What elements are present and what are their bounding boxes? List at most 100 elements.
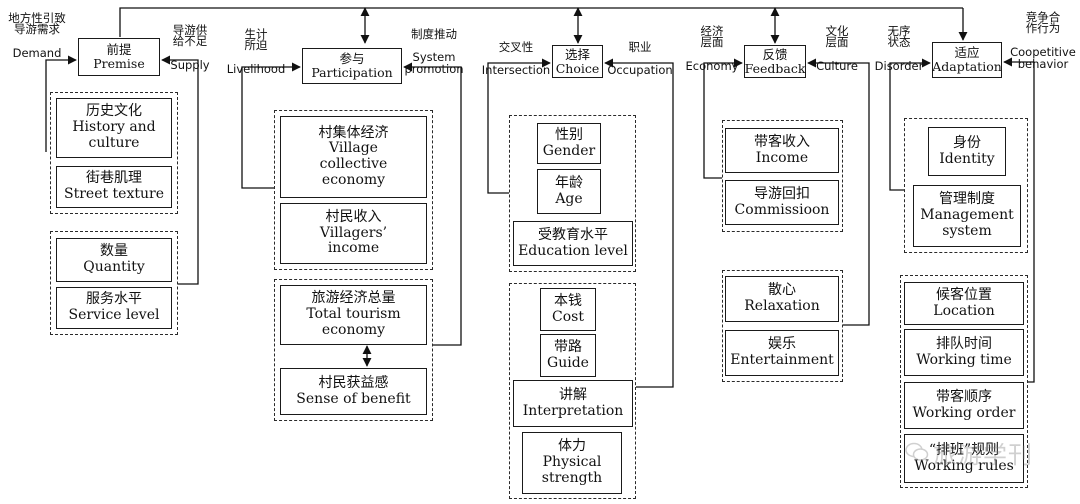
label-culture-en: Culture xyxy=(816,58,858,73)
group-adaptation-disorder xyxy=(904,118,1028,253)
label-system: 制度推动 System promotion xyxy=(398,17,470,87)
stage-premise-en: Premise xyxy=(93,56,145,71)
group-choice-occupation xyxy=(509,283,636,499)
item-education-zh: 受教育水平 xyxy=(538,226,608,243)
label-system-zh: 制度推动 xyxy=(411,26,457,41)
label-economy-en: Economy xyxy=(685,58,739,73)
item-tourism-en: Total tourism economy xyxy=(306,306,401,338)
item-worktime-en: Working time xyxy=(916,351,1012,368)
stage-choice-zh: 选择 xyxy=(564,46,590,62)
stage-premise-zh: 前提 xyxy=(106,42,132,57)
stage-feedback-zh: 反馈 xyxy=(762,46,788,62)
item-management-zh: 管理制度 xyxy=(939,191,995,208)
item-benefit: 村民获益感 Sense of benefit xyxy=(280,368,427,415)
item-management-en: Management system xyxy=(920,207,1014,239)
label-disorder-en: Disorder xyxy=(874,58,924,73)
item-street: 街巷肌理 Street texture xyxy=(56,166,172,208)
item-location-en: Location xyxy=(933,302,995,319)
item-identity-en: Identity xyxy=(939,150,995,167)
item-village-en: Village collective economy xyxy=(319,140,388,188)
label-intersection: 交叉性 Intersection xyxy=(478,30,554,89)
group-participation-system xyxy=(274,279,433,421)
item-interpretation-zh: 讲解 xyxy=(559,386,587,403)
label-system-en: System promotion xyxy=(404,50,464,76)
item-tourism: 旅游经济总量 Total tourism economy xyxy=(280,285,427,345)
item-villagers-zh: 村民收入 xyxy=(325,208,382,225)
item-village: 村集体经济 Village collective economy xyxy=(280,116,427,198)
item-gender-en: Gender xyxy=(542,142,596,159)
item-entertainment-en: Entertainment xyxy=(730,352,834,368)
item-village-zh: 村集体经济 xyxy=(318,124,389,141)
item-guide: 带路 Guide xyxy=(540,334,596,377)
item-history: 历史文化 History and culture xyxy=(56,98,172,158)
group-participation-livelihood xyxy=(274,110,433,270)
item-gender: 性别 Gender xyxy=(537,123,601,164)
item-commission-zh: 导游回扣 xyxy=(754,185,810,202)
item-workorder-zh: 带客顺序 xyxy=(936,388,992,405)
item-income-zh: 带客收入 xyxy=(754,133,810,150)
label-economy: 经济 层面 Economy xyxy=(680,14,744,84)
item-tourism-zh: 旅游经济总量 xyxy=(311,290,396,307)
item-guide-en: Guide xyxy=(547,354,589,371)
wechat-icon xyxy=(905,442,929,461)
item-physical-zh: 体力 xyxy=(558,438,586,455)
item-quantity: 数量 Quantity xyxy=(56,238,172,282)
label-occupation-en: Occupation xyxy=(607,63,673,78)
item-benefit-en: Sense of benefit xyxy=(296,390,411,407)
group-choice-intersection xyxy=(509,115,636,272)
label-culture: 文化 层面 Culture xyxy=(806,14,868,84)
item-cost-zh: 本钱 xyxy=(554,292,582,309)
item-age-zh: 年龄 xyxy=(555,174,583,191)
label-intersection-en: Intersection xyxy=(481,63,551,78)
item-age-en: Age xyxy=(555,190,583,207)
watermark-text: 旅游学刊 xyxy=(933,440,1033,469)
item-workrules-en: Working rules xyxy=(914,457,1014,474)
item-worktime-zh: 排队时间 xyxy=(936,335,992,352)
label-demand-zh: 地方性引致 导游需求 xyxy=(8,10,66,37)
item-quantity-en: Quantity xyxy=(83,259,145,275)
item-workrules-zh: “排班”规则 xyxy=(928,441,1000,458)
link-economy xyxy=(703,58,743,179)
stage-adaptation: 适应 Adaptation xyxy=(932,42,1002,78)
label-coopetitive-en: Coopetitive behavior xyxy=(1010,44,1076,71)
link-livelihood xyxy=(241,62,301,189)
item-education: 受教育水平 Education level xyxy=(513,221,633,266)
item-workorder: 带客顺序 Working order xyxy=(904,382,1024,429)
stage-choice-en: Choice xyxy=(555,60,600,76)
label-disorder-zh: 无序 状态 xyxy=(887,23,911,50)
stage-participation-zh: 参与 xyxy=(339,51,365,66)
top-loop-line xyxy=(119,7,963,37)
item-commission: 导游回扣 Commissioon xyxy=(725,180,839,225)
label-demand-en: Demand xyxy=(12,45,62,60)
group-premise-supply xyxy=(50,231,178,335)
link-disorder xyxy=(889,58,931,191)
item-entertainment-zh: 娱乐 xyxy=(768,336,796,353)
item-education-en: Education level xyxy=(518,242,628,259)
item-entertainment: 娱乐 Entertainment xyxy=(725,330,839,376)
label-demand: 地方性引致 导游需求 Demand xyxy=(0,1,74,71)
link-coopetitive xyxy=(1003,57,1035,383)
item-worktime: 排队时间 Working time xyxy=(904,329,1024,376)
link-demand xyxy=(45,55,77,152)
item-history-en: History and culture xyxy=(72,119,156,151)
label-supply-en: Supply xyxy=(170,57,210,72)
item-identity: 身份 Identity xyxy=(928,127,1006,176)
stage-feedback-en: Feedback xyxy=(744,60,806,76)
item-villagers-en: Villagers’ income xyxy=(319,224,388,257)
stage-adaptation-en: Adaptation xyxy=(932,59,1002,74)
link-intersection xyxy=(487,58,551,194)
group-adaptation-coopetitive xyxy=(900,275,1028,488)
stage-premise: 前提 Premise xyxy=(78,38,160,76)
item-guide-zh: 带路 xyxy=(554,338,582,355)
label-occupation: 职业 Occupation xyxy=(602,30,678,89)
item-location: 候客位置 Location xyxy=(904,282,1024,325)
group-feedback-culture xyxy=(722,270,843,382)
label-disorder: 无序 状态 Disorder xyxy=(868,14,930,84)
label-livelihood-en: Livelihood xyxy=(226,61,286,76)
link-culture xyxy=(807,58,870,326)
label-supply: 导游供 给不足 Supply xyxy=(160,13,220,83)
item-history-zh: 历史文化 xyxy=(86,103,142,120)
item-service-zh: 服务水平 xyxy=(86,291,142,308)
label-supply-zh: 导游供 给不足 xyxy=(172,22,208,49)
